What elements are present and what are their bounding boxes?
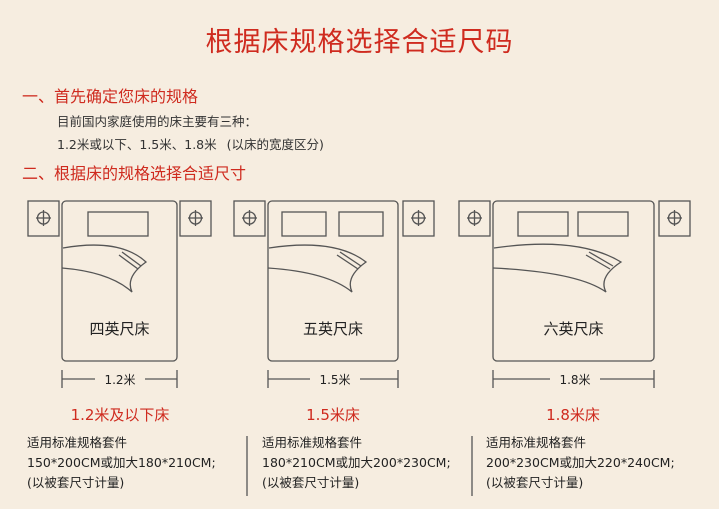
spec-block-3: 适用标准规格套件 200*230CM或加大220*240CM; (以被套尺寸计量… [486, 433, 675, 493]
bed-diagram-2 [233, 200, 435, 388]
bed-name-2: 五英尺床 [302, 320, 363, 338]
spec-label: 适用标准规格套件 [262, 435, 363, 450]
sizes-note: (以床的宽度区分) [226, 137, 324, 152]
size-title-2: 1.5米床 [306, 406, 360, 424]
spec-label: 适用标准规格套件 [27, 435, 128, 450]
spec-size: 150*200CM或加大180*210CM; [27, 455, 216, 470]
nightstand-left [233, 200, 266, 237]
spec-size: 200*230CM或加大220*240CM; [486, 455, 675, 470]
section1-intro: 目前国内家庭使用的床主要有三种： [57, 114, 258, 129]
spec-note: (以被套尺寸计量) [262, 475, 360, 490]
bed-width-1: 1.2米 [95, 371, 145, 388]
sizes-text: 1.2米或以下、1.5米、1.8米 [57, 137, 217, 152]
spec-block-1: 适用标准规格套件 150*200CM或加大180*210CM; (以被套尺寸计量… [27, 433, 216, 493]
nightstand-left [27, 200, 60, 237]
bed-diagram-3 [458, 200, 691, 388]
page-title: 根据床规格选择合适尺码 [205, 27, 514, 58]
section1-heading: 一、首先确定您床的规格 [22, 87, 199, 106]
bed-diagram-1 [27, 200, 212, 388]
bed-width-3: 1.8米 [550, 371, 600, 388]
spec-size: 180*210CM或加大200*230CM; [262, 455, 451, 470]
nightstand-left [458, 200, 491, 237]
bed-name-1: 四英尺床 [89, 320, 150, 338]
bed-name-3: 六英尺床 [543, 320, 604, 338]
bed-width-2: 1.5米 [310, 371, 360, 388]
size-title-3: 1.8米床 [546, 406, 600, 424]
spec-note: (以被套尺寸计量) [486, 475, 584, 490]
section1-sizes: 1.2米或以下、1.5米、1.8米 (以床的宽度区分) [57, 134, 324, 153]
spec-label: 适用标准规格套件 [486, 435, 587, 450]
nightstand-right [402, 200, 435, 237]
spec-note: (以被套尺寸计量) [27, 475, 125, 490]
section2-heading: 二、根据床的规格选择合适尺寸 [22, 164, 247, 183]
size-title-1: 1.2米及以下床 [70, 406, 170, 424]
nightstand-right [179, 200, 212, 237]
spec-block-2: 适用标准规格套件 180*210CM或加大200*230CM; (以被套尺寸计量… [262, 433, 451, 493]
nightstand-right [658, 200, 691, 237]
